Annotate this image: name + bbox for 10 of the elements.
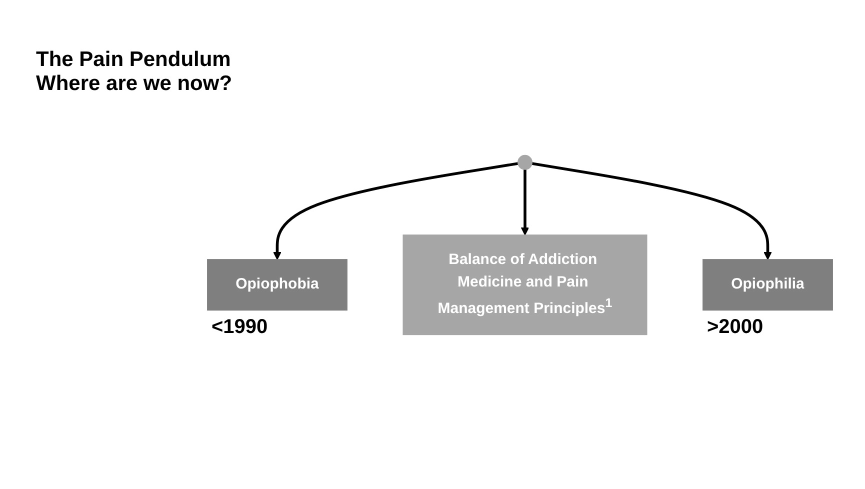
year-label: <1990 (211, 316, 268, 340)
arrow (520, 169, 530, 236)
arrow (532, 162, 772, 260)
node-box: Opiophobia (207, 259, 348, 311)
node-box: Balance of Addiction Medicine and Pain Management Principles$^{1}$ (402, 234, 648, 336)
node-circle (518, 154, 532, 170)
slide-title: The Pain Pendulum Where are we now? (36, 48, 234, 96)
node-box: Opiophilia (702, 259, 833, 311)
year-label: >2000 (707, 316, 764, 340)
arrow (273, 162, 518, 260)
